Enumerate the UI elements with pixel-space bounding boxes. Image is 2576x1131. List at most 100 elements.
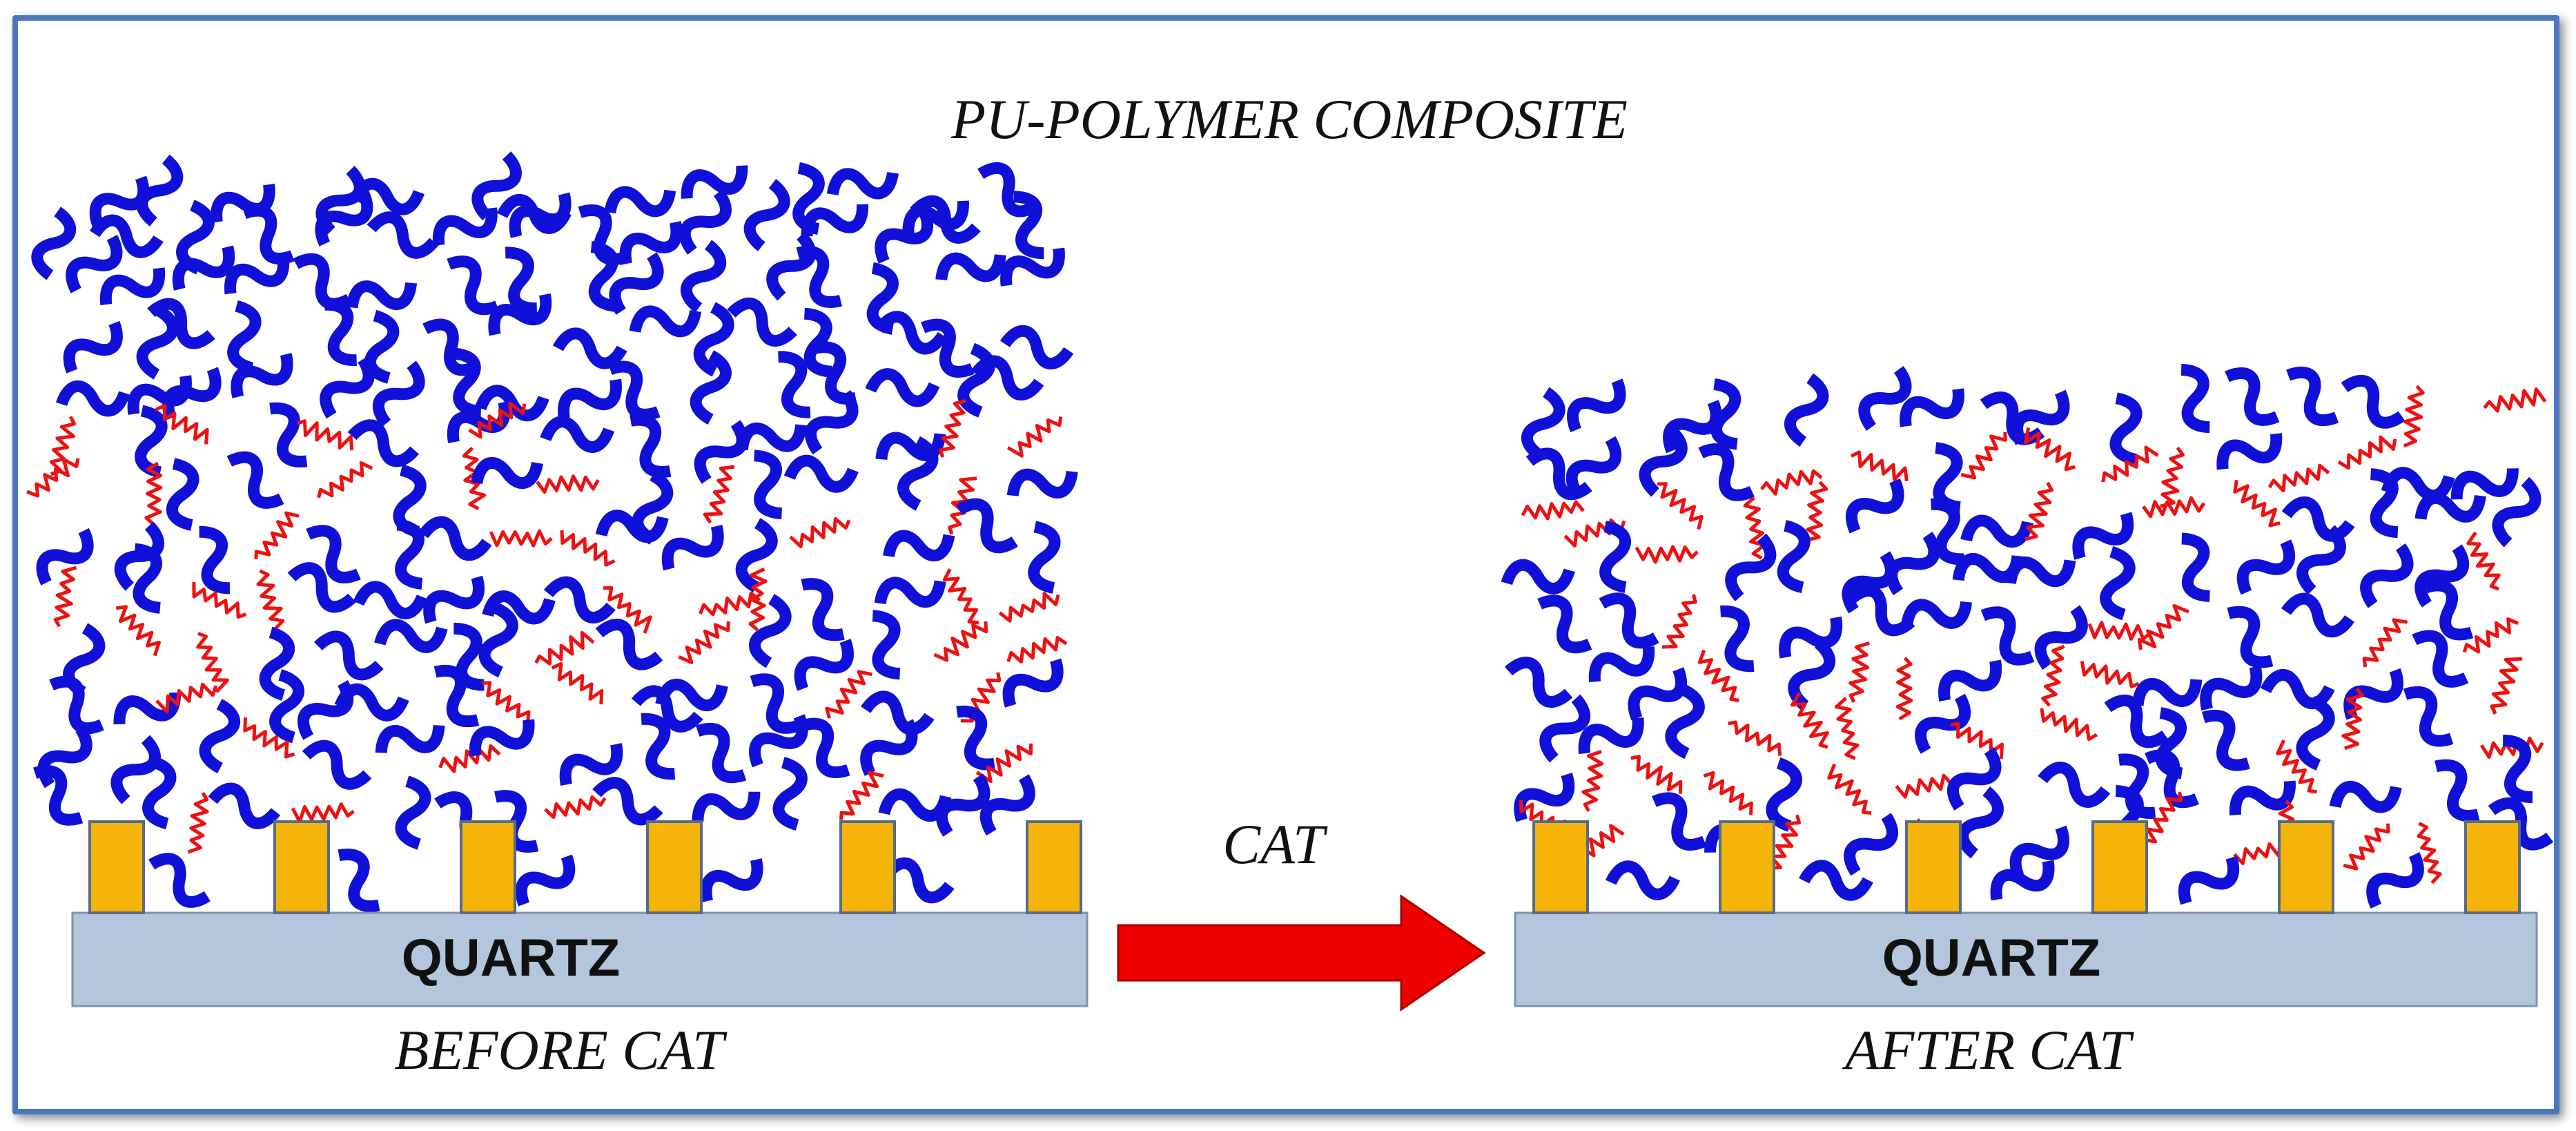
polymer-chain xyxy=(2414,492,2486,523)
polymer-chain xyxy=(897,436,939,511)
pu-chain xyxy=(489,529,553,548)
pu-chain xyxy=(2080,661,2140,688)
pu-chain xyxy=(2137,603,2189,650)
polymer-chain xyxy=(89,214,164,258)
polymer-chain xyxy=(99,267,166,306)
polymer-chain xyxy=(320,356,375,419)
polymer-chain xyxy=(1938,659,2002,702)
polymer-chain xyxy=(2296,695,2335,771)
polymer-chain xyxy=(2414,544,2470,608)
polymer-chain xyxy=(860,719,918,776)
electrode xyxy=(646,820,703,914)
polymer-composite-before xyxy=(26,151,1078,912)
polymer-chain xyxy=(1900,388,1964,427)
polymer-chain xyxy=(347,419,420,467)
polymer-chain xyxy=(1013,191,1044,260)
polymer-chain xyxy=(367,211,439,259)
polymer-chain xyxy=(681,240,727,313)
polymer-chain xyxy=(334,683,409,722)
polymer-chain xyxy=(609,252,664,315)
pu-chain xyxy=(1850,450,1909,481)
polymer-chain xyxy=(287,562,356,613)
polymer-composite-after xyxy=(1501,364,2554,909)
polymer-chain xyxy=(1504,657,1573,708)
polymer-chain xyxy=(2424,579,2474,641)
polymer-chain xyxy=(2341,374,2406,429)
pu-chain xyxy=(482,681,531,724)
polymer-chain xyxy=(2403,686,2454,747)
polymer-chain xyxy=(1578,717,1644,754)
polymer-chain xyxy=(727,298,797,347)
pu-chain xyxy=(1960,432,2007,480)
pu-chain xyxy=(155,682,218,714)
cat-arrow: CAT xyxy=(1117,813,1486,1012)
pu-chain xyxy=(2233,479,2281,528)
polymer-chain xyxy=(1844,813,1898,876)
polymer-chain xyxy=(2450,468,2519,500)
polymer-chain xyxy=(805,389,859,455)
polymer-chain xyxy=(293,253,352,310)
polymer-chain xyxy=(592,777,663,826)
polymer-chain xyxy=(1588,646,1655,683)
electrode xyxy=(273,820,330,914)
pu-chain xyxy=(789,516,851,548)
pu-chain xyxy=(1521,500,1585,521)
pu-chain xyxy=(2141,496,2206,519)
polymer-chain xyxy=(874,577,946,608)
polymer-chain xyxy=(792,162,825,235)
polymer-chain xyxy=(794,639,854,691)
pu-chain xyxy=(256,569,285,632)
polymer-chain xyxy=(2200,665,2263,711)
electrode xyxy=(1719,820,1775,914)
pu-chain xyxy=(1006,636,1068,664)
polymer-chain xyxy=(1698,443,1755,501)
polymer-chain xyxy=(1599,592,1659,649)
pu-chain xyxy=(317,461,373,499)
pu-chain xyxy=(839,771,884,820)
polymer-chain xyxy=(133,543,162,614)
polymer-chain xyxy=(2004,557,2076,588)
polymer-chain xyxy=(2072,512,2134,560)
polymer-chain xyxy=(208,782,281,829)
polymer-chain xyxy=(595,510,669,543)
polymer-chain xyxy=(302,740,372,790)
pu-chain xyxy=(438,744,501,773)
polymer-chain xyxy=(1521,387,1565,461)
pu-chain xyxy=(603,586,652,634)
polymer-chain xyxy=(136,305,179,380)
pu-chain xyxy=(144,461,163,525)
polymer-chain xyxy=(1858,366,1912,431)
polymer-chain xyxy=(313,630,384,681)
polymer-chain xyxy=(453,622,485,691)
polymer-chain xyxy=(227,300,262,374)
polymer-chain xyxy=(558,378,622,419)
polymer-chain xyxy=(743,179,790,251)
pu-chain xyxy=(2466,531,2501,591)
pu-chain xyxy=(2337,435,2397,470)
polymer-chain xyxy=(418,516,492,561)
polymer-chain xyxy=(749,594,792,668)
pu-chain xyxy=(1790,692,1829,749)
pu-chain xyxy=(2343,823,2390,871)
polymer-chain xyxy=(494,790,539,853)
polymer-chain xyxy=(338,849,380,912)
polymer-chain xyxy=(1002,658,1064,708)
polymer-chain xyxy=(2492,476,2541,548)
polymer-chain xyxy=(2370,468,2399,539)
polymer-chain xyxy=(135,405,168,478)
pu-chain xyxy=(748,567,768,632)
pu-chain xyxy=(2087,621,2151,641)
polymer-chain xyxy=(956,498,1018,554)
polymer-chain xyxy=(33,765,84,826)
polymer-chain xyxy=(49,675,104,735)
polymer-chain xyxy=(2201,709,2250,771)
pu-chain xyxy=(2362,618,2408,668)
pu-chain xyxy=(2341,687,2365,751)
polymer-chain xyxy=(1725,533,1777,601)
polymer-chain xyxy=(1567,378,1626,433)
polymer-chain xyxy=(935,773,991,837)
polymer-chain xyxy=(423,575,485,624)
pu-chain xyxy=(998,591,1060,623)
polymer-chain xyxy=(1960,514,2033,548)
pu-chain xyxy=(938,398,967,458)
